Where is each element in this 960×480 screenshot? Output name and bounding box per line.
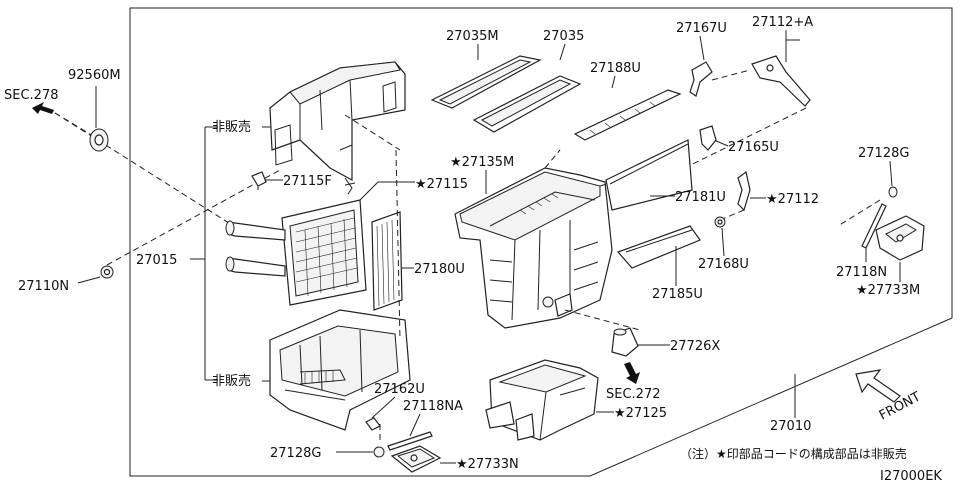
link-27165u — [699, 125, 717, 151]
clip-27128g-bottom — [373, 446, 385, 458]
label-27125: ★27125 — [614, 406, 667, 421]
sec272-arrow-icon — [624, 362, 640, 384]
label-92560m: 92560M — [68, 68, 121, 83]
filter-27180u — [371, 211, 403, 311]
actuator-27733m — [875, 215, 925, 261]
footnote: （注）★印部品コードの構成部品は非販売 — [680, 446, 907, 461]
drawing-code: J27000EK — [879, 469, 942, 480]
label-27128g-right: 27128G — [858, 146, 909, 161]
label-27118na: 27118NA — [403, 399, 463, 414]
clip-27162u — [365, 417, 381, 431]
label-sec272: SEC.272 — [606, 387, 661, 402]
label-27112a: 27112+A — [752, 15, 813, 30]
label-27180u: 27180U — [414, 262, 465, 277]
filter-frame-27035 — [472, 75, 582, 133]
clip-27128g-right — [888, 186, 898, 198]
grommet-92560m — [89, 128, 109, 152]
lever-27112a — [751, 55, 811, 107]
sec278-arrow-icon — [32, 102, 54, 114]
filter-frame-27035m — [430, 55, 542, 109]
filter-27188u — [573, 89, 682, 141]
clip-27110n — [100, 265, 114, 279]
lower-heater-case — [269, 309, 411, 431]
front-arrow-icon — [855, 369, 901, 403]
label-27188u: 27188U — [590, 61, 641, 76]
door-27185u — [616, 225, 701, 269]
rod-27118na — [387, 431, 433, 451]
label-27035: 27035 — [543, 29, 584, 44]
label-27112: ★27112 — [766, 192, 819, 207]
link-27167u — [689, 61, 713, 97]
label-hihanbai-bottom: 非販売 — [212, 373, 251, 389]
label-27165u: 27165U — [728, 140, 779, 155]
actuator-27733n — [390, 445, 442, 473]
label-27128g-bottom: 27128G — [270, 446, 321, 461]
nozzle-27726x — [611, 327, 639, 357]
label-27135m: ★27135M — [450, 155, 514, 170]
upper-heater-case — [269, 61, 406, 182]
label-27115: ★27115 — [415, 177, 468, 192]
label-27015: 27015 — [136, 253, 177, 268]
heater-core-27115 — [225, 199, 367, 306]
label-27168u: 27168U — [698, 257, 749, 272]
label-27185u: 27185U — [652, 287, 703, 302]
label-27733n: ★27733N — [456, 457, 519, 472]
diagram-frame — [129, 7, 953, 477]
label-27181u: 27181U — [675, 190, 726, 205]
lever-27112 — [737, 170, 751, 212]
duct-27125 — [485, 359, 599, 441]
label-27118n: 27118N — [836, 265, 887, 280]
label-27110n: 27110N — [18, 279, 69, 294]
clip-27115f — [251, 171, 267, 190]
door-27181u — [605, 139, 693, 211]
label-hihanbai-top: 非販売 — [212, 119, 251, 135]
link-27168u — [714, 216, 726, 228]
label-27010: 27010 — [770, 419, 811, 434]
label-27733m: ★27733M — [856, 283, 920, 298]
label-27726x: 27726X — [670, 339, 720, 354]
label-sec278: SEC.278 — [4, 88, 59, 103]
case-27135m — [454, 167, 613, 329]
label-27115f: 27115F — [283, 174, 332, 189]
label-27035m: 27035M — [446, 29, 499, 44]
label-27162u: 27162U — [374, 382, 425, 397]
label-27167u: 27167U — [676, 21, 727, 36]
rod-27118n — [861, 203, 887, 249]
